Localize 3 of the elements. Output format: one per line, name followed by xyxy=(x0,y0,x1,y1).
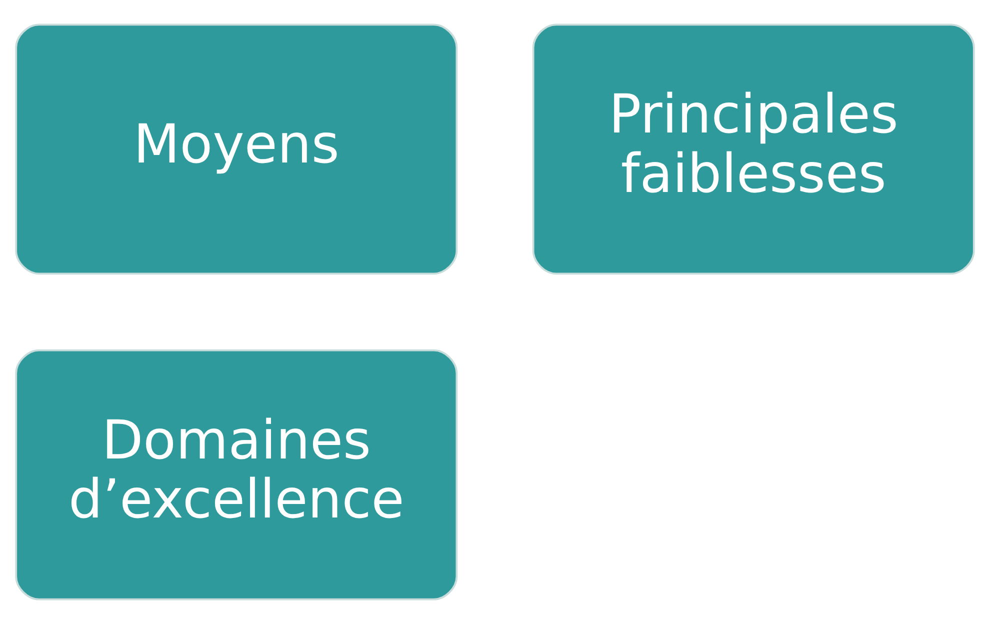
node-box: Principales faiblesses xyxy=(532,23,975,274)
node-box: Moyens xyxy=(15,23,458,274)
node-box: Domaines d’excellence xyxy=(15,348,458,600)
